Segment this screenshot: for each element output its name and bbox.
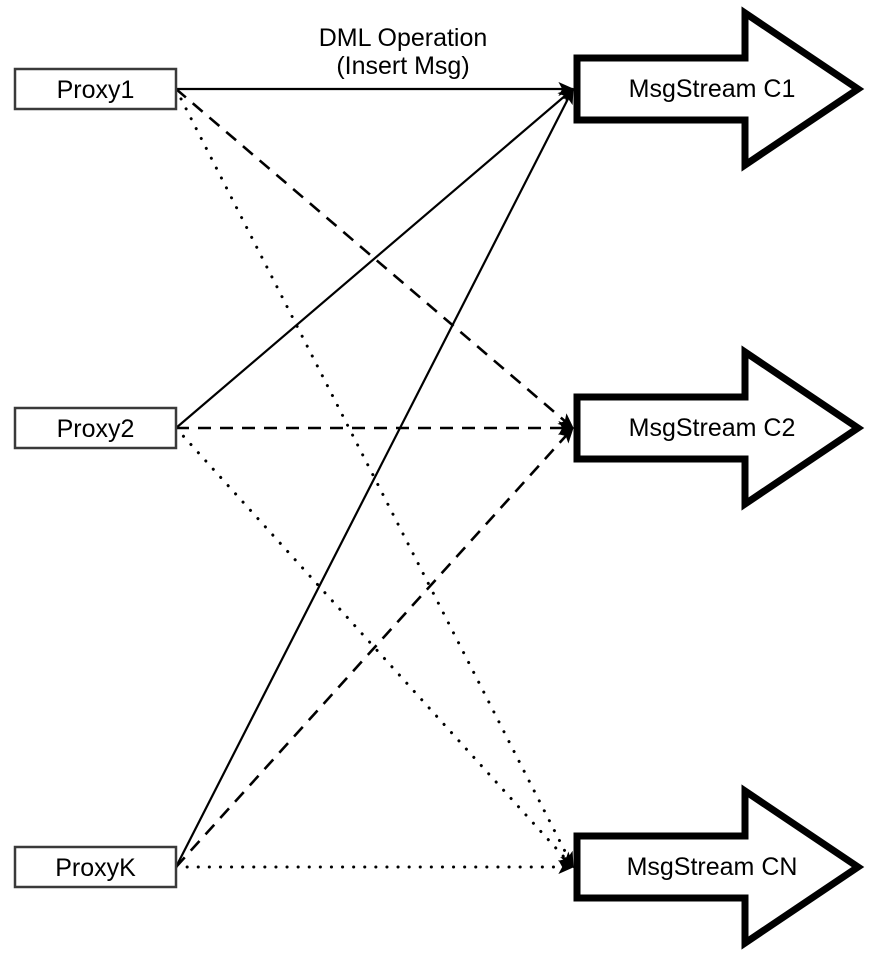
connections-layer [174,82,575,874]
proxy-node-proxy1[interactable]: Proxy1 [13,67,178,111]
streams-layer: MsgStream C1 MsgStream C2 MsgStream CN [573,6,865,950]
proxy-box-proxy2 [13,406,178,450]
connection-proxy2-to-cn [174,426,575,869]
msgstream-node-c1[interactable]: MsgStream C1 [573,6,865,172]
msgstream-label-c2: MsgStream C2 [629,414,796,442]
msgstream-node-c2[interactable]: MsgStream C2 [573,345,865,511]
msgstream-arrow-shape-cn [573,784,865,950]
connection-proxyk-to-c1 [175,87,574,868]
proxy-label-proxy2: Proxy2 [57,415,135,443]
connection-proxyk-to-c2 [175,427,574,868]
proxy-label-proxyk: ProxyK [55,854,136,882]
proxy-label-proxy1: Proxy1 [57,76,135,104]
proxy-node-proxyk[interactable]: ProxyK [13,845,178,889]
proxy-node-proxy2[interactable]: Proxy2 [13,406,178,450]
msgstream-label-c1: MsgStream C1 [629,75,796,103]
edge-caption-line-1: DML Operation [319,24,488,52]
msgstream-arrow-shape-c2 [573,345,865,511]
edge-caption-line-2: (Insert Msg) [336,52,469,80]
msgstream-node-cn[interactable]: MsgStream CN [573,784,865,950]
proxy-box-proxy1 [13,67,178,111]
msgstream-label-cn: MsgStream CN [627,853,798,881]
msgstream-arrow-shape-c1 [573,6,865,172]
connection-proxy1-to-cn [174,87,575,869]
connection-proxy2-to-c1 [175,88,574,429]
edge-caption: DML Operation (Insert Msg) [319,24,488,80]
proxy-box-proxyk [13,845,178,889]
